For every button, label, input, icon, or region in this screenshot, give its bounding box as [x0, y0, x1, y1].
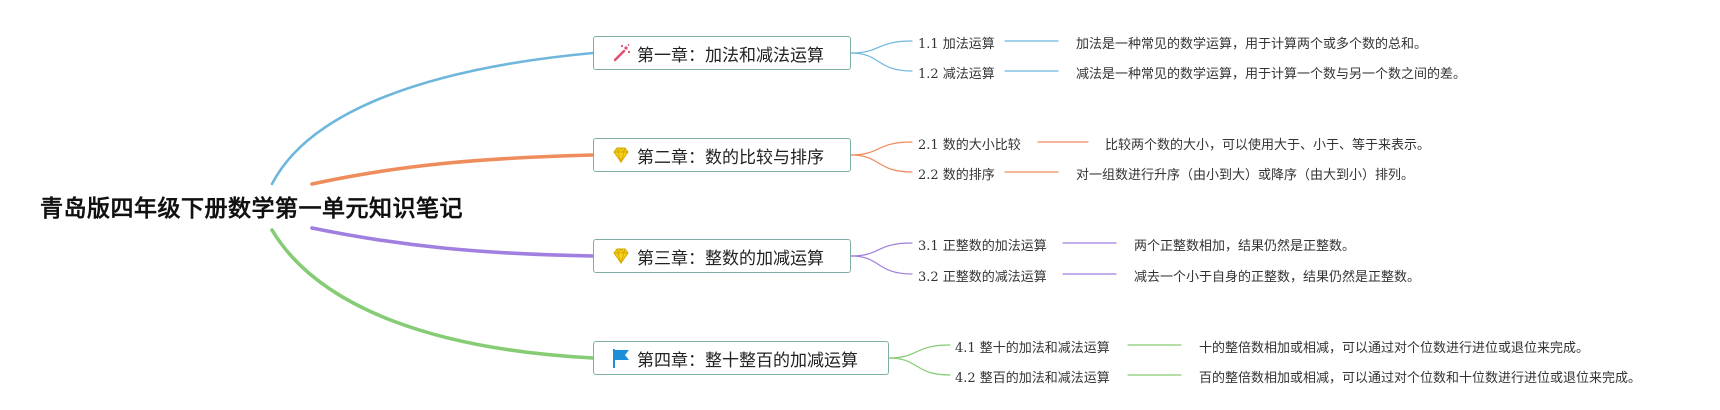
sub-branch-4-1: [888, 344, 951, 359]
chapter-node-1[interactable]: 第一章：加法和减法运算: [593, 36, 851, 70]
chapter-title: 第三章：整数的加减运算: [637, 248, 824, 269]
topic-4-1[interactable]: 4.1 整十的加法和减法运算: [955, 341, 1110, 356]
note-3-1: 两个正整数相加，结果仍然是正整数。: [1134, 239, 1356, 254]
flag-icon: [610, 347, 632, 369]
main-branch-2: [310, 153, 595, 186]
diamond-icon: [610, 144, 632, 166]
root-topic[interactable]: 青岛版四年级下册数学第一单元知识笔记: [40, 196, 463, 222]
topic-1-1[interactable]: 1.1 加法运算: [918, 37, 995, 52]
topic-3-2[interactable]: 3.2 正整数的减法运算: [918, 270, 1047, 285]
main-branch-4: [270, 228, 595, 360]
chapter-node-4[interactable]: 第四章：整十整百的加减运算: [593, 341, 889, 375]
note-2-1: 比较两个数的大小，可以使用大于、小于、等于来表示。: [1105, 138, 1431, 153]
topic-2-1[interactable]: 2.1 数的大小比较: [918, 138, 1021, 153]
sub-branch-3-2: [850, 255, 913, 275]
diamond-icon: [610, 245, 632, 267]
sub-branch-2-1: [850, 141, 913, 156]
sub-branch-1-1: [850, 40, 913, 54]
sub-branch-2-2: [850, 154, 913, 173]
topic-4-2[interactable]: 4.2 整百的加法和减法运算: [955, 371, 1110, 386]
chapter-title: 第一章：加法和减法运算: [637, 45, 824, 66]
chapter-title: 第四章：整十整百的加减运算: [637, 350, 858, 371]
topic-3-1[interactable]: 3.1 正整数的加法运算: [918, 239, 1047, 254]
main-branch-1: [270, 51, 595, 186]
note-4-1: 十的整倍数相加或相减，可以通过对个位数进行进位或退位来完成。: [1199, 341, 1590, 356]
note-1-1: 加法是一种常见的数学运算，用于计算两个或多个数的总和。: [1076, 37, 1428, 52]
magic-wand-icon: [610, 42, 632, 64]
sub-branch-4-2: [888, 357, 951, 376]
sub-branch-1-2: [850, 52, 913, 72]
sub-branch-3-1: [850, 242, 913, 257]
note-3-2: 减去一个小于自身的正整数，结果仍然是正整数。: [1134, 270, 1421, 285]
chapter-title: 第二章：数的比较与排序: [637, 147, 824, 168]
topic-2-2[interactable]: 2.2 数的排序: [918, 168, 995, 183]
note-1-2: 减法是一种常见的数学运算，用于计算一个数与另一个数之间的差。: [1076, 67, 1467, 82]
note-4-2: 百的整倍数相加或相减，可以通过对个位数和十位数进行进位或退位来完成。: [1199, 371, 1642, 386]
main-branch-3: [310, 226, 595, 258]
note-2-2: 对一组数进行升序（由小到大）或降序（由大到小）排列。: [1076, 168, 1415, 183]
topic-1-2[interactable]: 1.2 减法运算: [918, 67, 995, 82]
chapter-node-2[interactable]: 第二章：数的比较与排序: [593, 138, 851, 172]
chapter-node-3[interactable]: 第三章：整数的加减运算: [593, 239, 851, 273]
